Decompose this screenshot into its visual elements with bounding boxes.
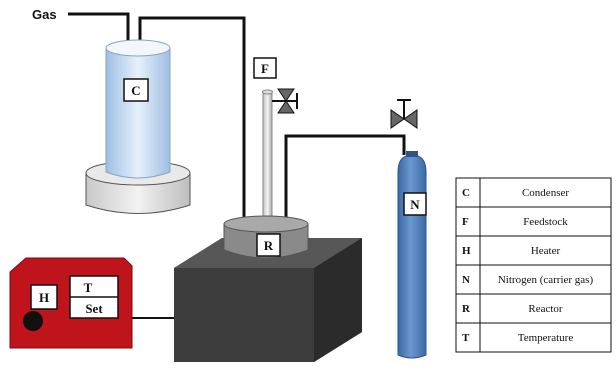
legend-key: N (462, 274, 470, 286)
legend-key: R (462, 303, 471, 315)
nitrogen-label: N (410, 197, 420, 212)
condenser-column (105, 39, 171, 179)
nitrogen-cylinder (397, 151, 427, 359)
nitrogen-label-box (403, 192, 427, 216)
furnace-box (174, 238, 362, 362)
heater-label-box (30, 284, 58, 310)
feedstock-label-box (253, 57, 277, 79)
heater-label: H (39, 290, 49, 305)
feedstock-label: F (261, 61, 269, 76)
legend-value: Reactor (528, 303, 563, 315)
condenser-label-box (123, 78, 149, 102)
legend-value: Nitrogen (carrier gas) (498, 274, 594, 286)
legend-key: F (462, 216, 469, 228)
legend-value: Condenser (522, 187, 569, 199)
temperature-label: T (84, 280, 93, 295)
legend-value: Heater (531, 245, 561, 257)
feedstock-valve-icon[interactable] (272, 88, 298, 114)
gas-label: Gas (32, 7, 57, 22)
legend-key: C (462, 187, 470, 199)
heater-knob-icon[interactable] (23, 311, 43, 331)
legend-key: T (462, 332, 470, 344)
legend-value: Feedstock (523, 216, 568, 228)
set-label: Set (85, 301, 103, 316)
legend-key: H (462, 245, 471, 257)
feedstock-tube (262, 91, 273, 223)
nitrogen-valve-icon[interactable] (390, 99, 418, 129)
nitrogen-line (284, 134, 406, 222)
gas-pipes (68, 12, 246, 222)
condenser-label: C (131, 83, 140, 98)
reactor-label-box (256, 233, 281, 257)
legend-value: Temperature (518, 332, 574, 344)
reactor-label: R (264, 238, 274, 253)
